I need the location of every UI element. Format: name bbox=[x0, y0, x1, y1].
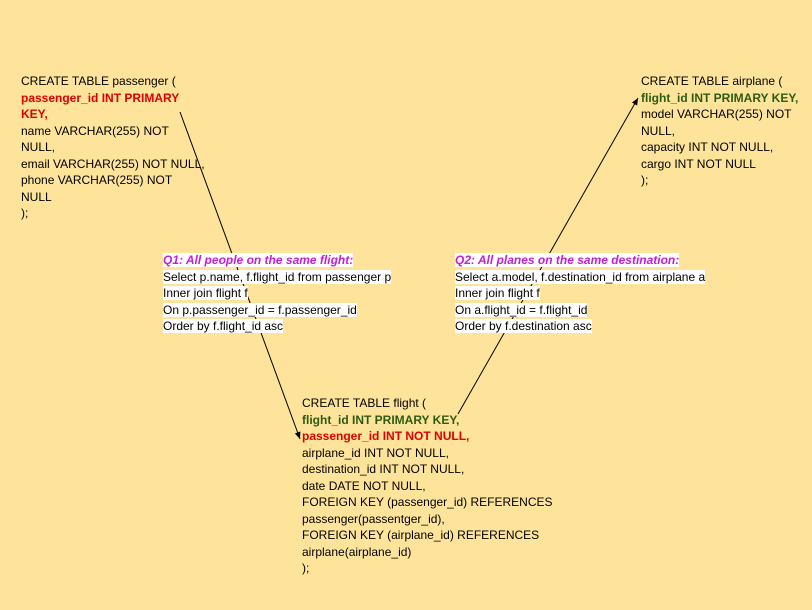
flight-fk-passenger-line: FOREIGN KEY (passenger_id) REFERENCES bbox=[302, 495, 553, 509]
query-2-join-line: Inner join flight f bbox=[455, 286, 540, 300]
passenger-primary-key-line-cont: KEY, bbox=[21, 107, 48, 121]
passenger-primary-key-line: passenger_id INT PRIMARY bbox=[21, 90, 180, 105]
query-2: Q2: All planes on the same destination: … bbox=[455, 252, 706, 335]
query-2-title: Q2: All planes on the same destination: bbox=[455, 253, 680, 267]
query-1-order-line: Order by f.flight_id asc bbox=[163, 319, 284, 333]
query-1-title: Q1: All people on the same flight: bbox=[163, 253, 354, 267]
airplane-capacity-column: capacity INT NOT NULL, bbox=[641, 140, 774, 154]
passenger-phone-column-cont: NULL bbox=[21, 189, 52, 204]
query-1-join-line: Inner join flight f bbox=[163, 286, 248, 300]
passenger-close-line: ); bbox=[21, 206, 29, 220]
airplane-model-column-cont: NULL, bbox=[641, 123, 676, 138]
flight-date-column: date DATE NOT NULL, bbox=[302, 478, 426, 493]
query-2-on-line: On a.flight_id = f.flight_id bbox=[455, 302, 588, 317]
airplane-primary-key-line: flight_id INT PRIMARY KEY, bbox=[641, 90, 799, 105]
passenger-create-line: CREATE TABLE passenger ( bbox=[21, 74, 176, 88]
flight-create-line: CREATE TABLE flight ( bbox=[302, 396, 427, 410]
flight-destination-id-column: destination_id INT NOT NULL, bbox=[302, 462, 465, 476]
flight-airplane-id-column: airplane_id INT NOT NULL, bbox=[302, 445, 449, 460]
flight-fk-airplane-ref-line: airplane(airplane_id) bbox=[302, 544, 412, 559]
query-1-on-line: On p.passenger_id = f.passenger_id bbox=[163, 302, 357, 317]
passenger-table-definition: CREATE TABLE passenger ( passenger_id IN… bbox=[21, 73, 205, 222]
airplane-model-column: model VARCHAR(255) NOT bbox=[641, 107, 792, 121]
flight-primary-key-line: flight_id INT PRIMARY KEY, bbox=[302, 412, 460, 427]
passenger-name-column: name VARCHAR(255) NOT bbox=[21, 123, 169, 138]
flight-table-definition: CREATE TABLE flight ( flight_id INT PRIM… bbox=[302, 395, 553, 577]
query-1: Q1: All people on the same flight: Selec… bbox=[163, 252, 392, 335]
airplane-close-line: ); bbox=[641, 173, 649, 187]
flight-passenger-id-line: passenger_id INT NOT NULL, bbox=[302, 429, 470, 443]
passenger-phone-column: phone VARCHAR(255) NOT bbox=[21, 173, 173, 187]
flight-fk-passenger-ref-line: passenger(passentger_id), bbox=[302, 511, 445, 526]
airplane-create-line: CREATE TABLE airplane ( bbox=[641, 74, 783, 88]
flight-close-line: ); bbox=[302, 561, 310, 575]
airplane-table-definition: CREATE TABLE airplane ( flight_id INT PR… bbox=[641, 73, 798, 189]
flight-fk-airplane-line: FOREIGN KEY (airplane_id) REFERENCES bbox=[302, 528, 540, 542]
passenger-email-column: email VARCHAR(255) NOT NULL, bbox=[21, 156, 205, 171]
query-2-select-line: Select a.model, f.destination_id from ai… bbox=[455, 269, 706, 284]
airplane-cargo-column: cargo INT NOT NULL bbox=[641, 156, 756, 171]
query-2-order-line: Order by f.destination asc bbox=[455, 319, 592, 333]
query-1-select-line: Select p.name, f.flight_id from passenge… bbox=[163, 269, 392, 284]
passenger-name-column-cont: NULL, bbox=[21, 140, 56, 154]
